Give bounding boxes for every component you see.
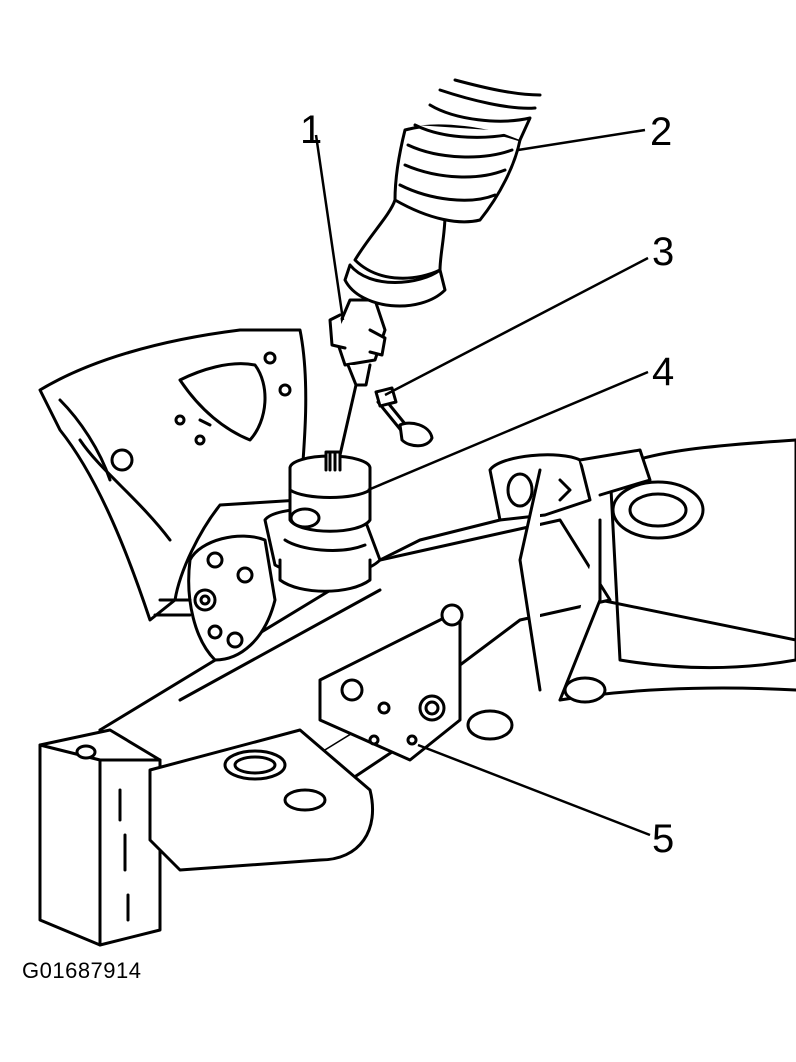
pinion-seal — [288, 450, 372, 533]
leader-line-1 — [314, 134, 345, 321]
right-background — [558, 438, 796, 702]
leader-lines — [314, 128, 651, 837]
pinch-bolt — [374, 386, 434, 448]
figure-id: G01687914 — [22, 958, 142, 983]
callout-5: 5 — [652, 817, 674, 861]
callout-4: 4 — [652, 350, 674, 394]
mount-plate — [148, 728, 375, 872]
leader-line-2 — [517, 128, 646, 152]
leader-line-4 — [367, 370, 649, 492]
callout-3: 3 — [652, 230, 674, 274]
leader-line-3 — [384, 256, 649, 397]
steering-gear — [153, 507, 382, 662]
callout-1: 1 — [300, 108, 322, 152]
column-boot — [343, 78, 542, 308]
end-bracket — [38, 728, 162, 947]
intermediate-shaft — [328, 298, 387, 457]
body-panel — [38, 328, 308, 622]
callout-2: 2 — [650, 110, 672, 154]
leader-line-5 — [417, 743, 651, 837]
